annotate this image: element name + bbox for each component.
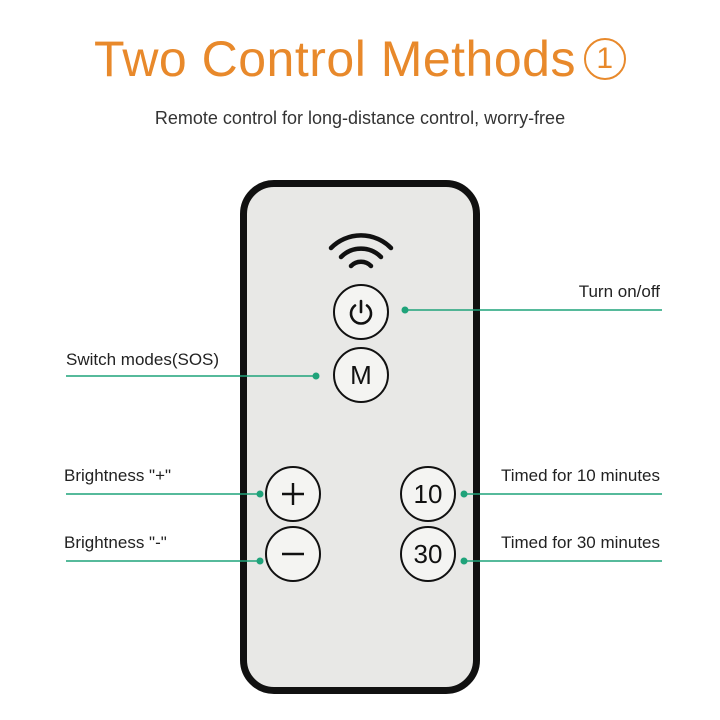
label-brightness-up: Brightness "+" bbox=[64, 466, 172, 485]
label-power: Turn on/off bbox=[578, 282, 660, 301]
remote-control-body bbox=[240, 180, 480, 694]
label-timer-10: Timed for 10 minutes bbox=[500, 466, 660, 485]
timer-30-button[interactable]: 30 bbox=[400, 526, 456, 582]
brightness-up-button[interactable] bbox=[265, 466, 321, 522]
brightness-down-button[interactable] bbox=[265, 526, 321, 582]
label-timer-30: Timed for 30 minutes bbox=[500, 533, 660, 552]
power-icon bbox=[349, 299, 373, 325]
page-subtitle: Remote control for long-distance control… bbox=[154, 108, 566, 128]
label-brightness-down: Brightness "-" bbox=[64, 533, 167, 552]
plus-icon bbox=[282, 483, 304, 505]
label-mode: Switch modes(SOS) bbox=[66, 350, 220, 369]
title-number-badge: 1 bbox=[583, 38, 626, 80]
wifi-signal-icon bbox=[328, 233, 394, 269]
page-title-text: Two Control Methods bbox=[94, 31, 576, 87]
minus-icon bbox=[282, 552, 304, 556]
mode-button[interactable]: M bbox=[333, 347, 389, 403]
power-button[interactable] bbox=[333, 284, 389, 340]
timer-10-button[interactable]: 10 bbox=[400, 466, 456, 522]
